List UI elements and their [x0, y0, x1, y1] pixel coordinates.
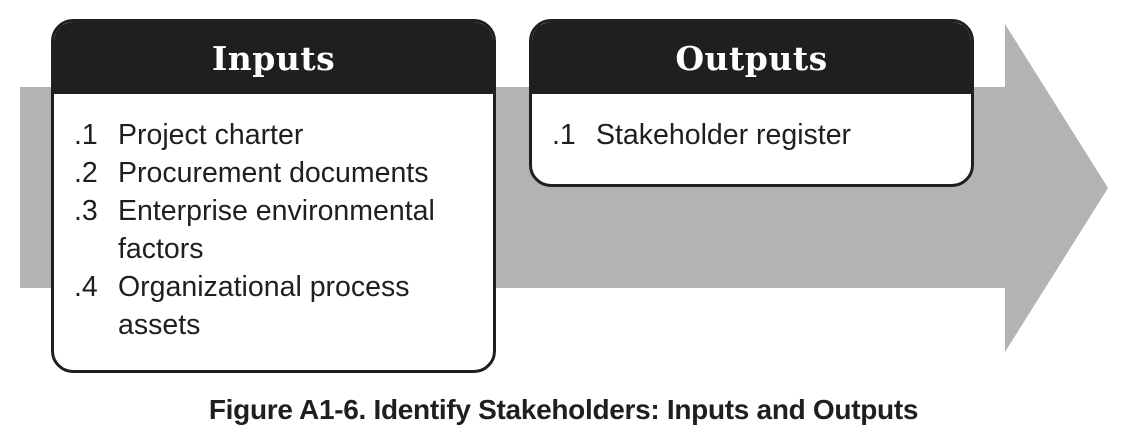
output-item: .1 Stakeholder register: [552, 116, 971, 154]
input-item: .3 Enterprise environmental factors: [74, 192, 493, 268]
outputs-box: Outputs .1 Stakeholder register: [529, 19, 974, 187]
input-item-text: Procurement documents: [118, 157, 429, 189]
input-item-number: .2: [74, 157, 98, 189]
input-item-text: Enterprise environmental factors: [118, 195, 435, 265]
output-item-number: .1: [552, 119, 576, 151]
input-item-text: Organizational process assets: [118, 271, 410, 341]
input-item-number: .1: [74, 119, 98, 151]
outputs-header: Outputs: [532, 22, 971, 94]
input-item: .2 Procurement documents: [74, 154, 493, 192]
input-item-number: .3: [74, 195, 98, 227]
inputs-box: Inputs .1 Project charter .2 Procurement…: [51, 19, 496, 373]
inputs-header: Inputs: [54, 22, 493, 94]
outputs-list: .1 Stakeholder register: [532, 94, 971, 154]
inputs-list: .1 Project charter .2 Procurement docume…: [54, 94, 493, 344]
input-item: .4 Organizational process assets: [74, 268, 493, 344]
figure-caption: Figure A1-6. Identify Stakeholders: Inpu…: [208, 394, 919, 425]
input-item-number: .4: [74, 271, 98, 303]
output-item-text: Stakeholder register: [596, 119, 852, 151]
input-item: .1 Project charter: [74, 116, 493, 154]
input-item-text: Project charter: [118, 119, 304, 151]
